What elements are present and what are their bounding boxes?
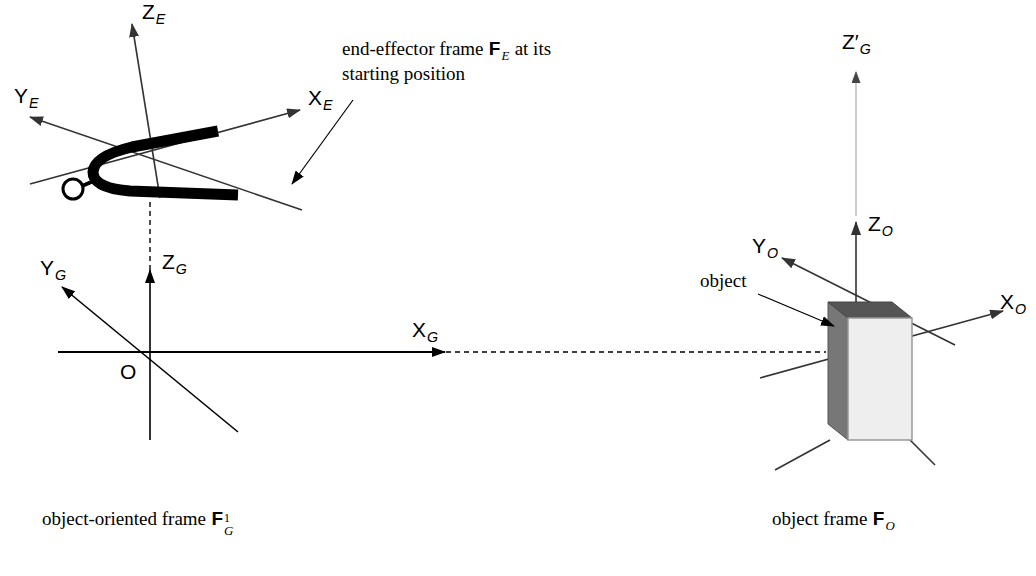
subscript: O <box>885 518 894 533</box>
label-text: Z′ <box>842 30 859 53</box>
label-text: Y <box>752 234 766 257</box>
object-oriented-axes <box>58 270 445 440</box>
label-text: object frame <box>772 508 867 529</box>
subscript: G <box>224 525 233 537</box>
frame-caption: end-effector frameFEat its starting posi… <box>342 38 610 85</box>
frame-symbol: F <box>211 508 223 529</box>
label-text: Z <box>868 212 881 235</box>
z-axis-shifted <box>855 72 856 216</box>
end-effector-axes <box>30 24 302 210</box>
subscript: E <box>323 97 333 113</box>
dashed-link <box>446 351 826 352</box>
axis-label: Z′G <box>842 30 871 57</box>
subscript: G <box>427 329 438 345</box>
axis-label: XG <box>412 318 438 345</box>
label-text: Z <box>162 250 175 273</box>
leader-line <box>758 294 834 326</box>
label-text: object <box>700 270 746 291</box>
axis-label: ZO <box>868 212 893 239</box>
frame-caption: object frame FO <box>772 508 895 533</box>
label-text: Y <box>40 256 54 279</box>
gripper-symbol <box>63 131 238 199</box>
z-axis <box>855 222 857 302</box>
label-text: X <box>412 318 426 341</box>
frame-symbol: F <box>489 38 501 59</box>
label-text: X <box>1000 290 1014 313</box>
label-text: end-effector frame <box>342 38 484 59</box>
subscript: G <box>176 261 187 277</box>
subscript: O <box>1015 301 1026 317</box>
axis-label: YO <box>752 234 778 261</box>
label-text: object-oriented frame <box>42 508 206 529</box>
axis-label: XE <box>308 86 333 113</box>
frame-symbol: F <box>873 508 885 529</box>
label-text: Z <box>142 0 155 23</box>
dashed-link <box>149 202 150 276</box>
subscript: E <box>29 95 39 111</box>
superscript: 1 <box>224 513 233 524</box>
index-stack: 1G <box>224 513 233 536</box>
frame-caption: object-oriented frameF1G <box>42 508 233 537</box>
leader-line <box>292 100 353 184</box>
origin-label: O <box>120 360 136 384</box>
subscript: O <box>767 245 778 261</box>
label-text: Y <box>14 84 28 107</box>
axis-label: YG <box>40 256 66 283</box>
axis-label: ZG <box>162 250 187 277</box>
subscript: G <box>55 267 66 283</box>
label-text: X <box>308 86 322 109</box>
object-box <box>828 302 912 440</box>
subscript: O <box>882 223 893 239</box>
object-axes <box>760 258 1003 470</box>
part-label: object <box>700 270 746 292</box>
axis-label: ZE <box>142 0 165 27</box>
axis-label: XO <box>1000 290 1026 317</box>
subscript: E <box>156 11 166 27</box>
subscript: E <box>501 48 509 63</box>
axis-label: YE <box>14 84 39 111</box>
label-text: O <box>120 360 136 383</box>
subscript: G <box>860 41 871 57</box>
